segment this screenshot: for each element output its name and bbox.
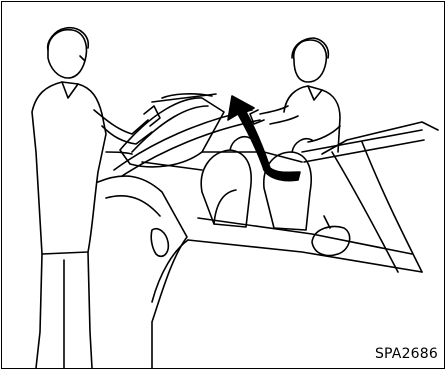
car-body	[98, 110, 438, 368]
person-left	[32, 28, 160, 368]
person-right	[250, 38, 340, 152]
figure-code: SPA2686	[375, 346, 438, 362]
